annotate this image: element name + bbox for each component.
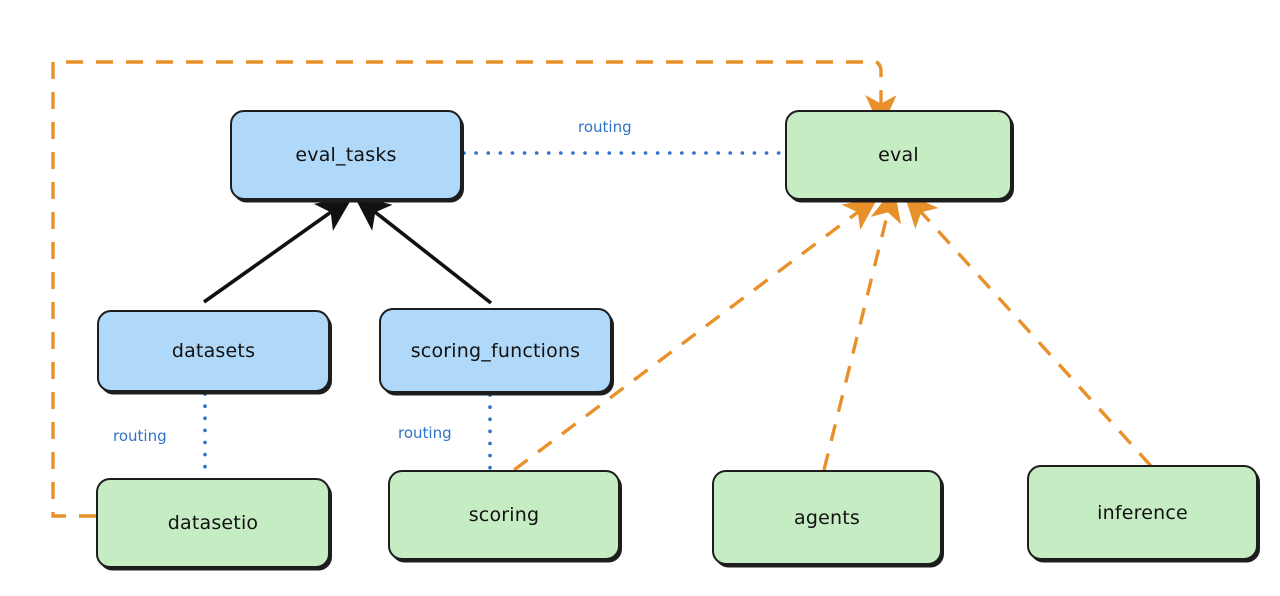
edge-datasets-to-eval_tasks [202, 196, 354, 304]
edge-datasetio-to-eval [51, 60, 897, 518]
node-scoring-functions[interactable]: scoring_functions [379, 308, 612, 393]
node-label: eval_tasks [295, 144, 397, 166]
node-label: inference [1097, 501, 1188, 524]
edge-label-routing-scoring-functions: routing [398, 424, 452, 442]
node-scoring[interactable]: scoring [388, 470, 620, 560]
node-label: datasetio [167, 512, 259, 534]
node-label: scoring [468, 504, 540, 526]
edge-scoring-to-eval [512, 196, 879, 472]
node-label: datasets [171, 340, 256, 362]
node-label: eval [878, 144, 919, 166]
edge-inference-to-eval [903, 193, 1153, 468]
edge-agents-to-eval [822, 187, 902, 471]
edge-label-routing-eval: routing [578, 118, 632, 136]
edge-label-routing-datasets: routing [113, 427, 167, 445]
node-eval[interactable]: eval [785, 110, 1012, 200]
node-eval-tasks[interactable]: eval_tasks [230, 110, 462, 200]
node-label: agents [794, 506, 860, 529]
node-datasetio[interactable]: datasetio [96, 478, 330, 568]
node-datasets[interactable]: datasets [97, 310, 330, 392]
node-label: scoring_functions [410, 339, 581, 362]
edge-scoring_functions-to-eval_tasks [353, 195, 493, 305]
node-inference[interactable]: inference [1027, 465, 1258, 560]
node-agents[interactable]: agents [712, 470, 942, 565]
